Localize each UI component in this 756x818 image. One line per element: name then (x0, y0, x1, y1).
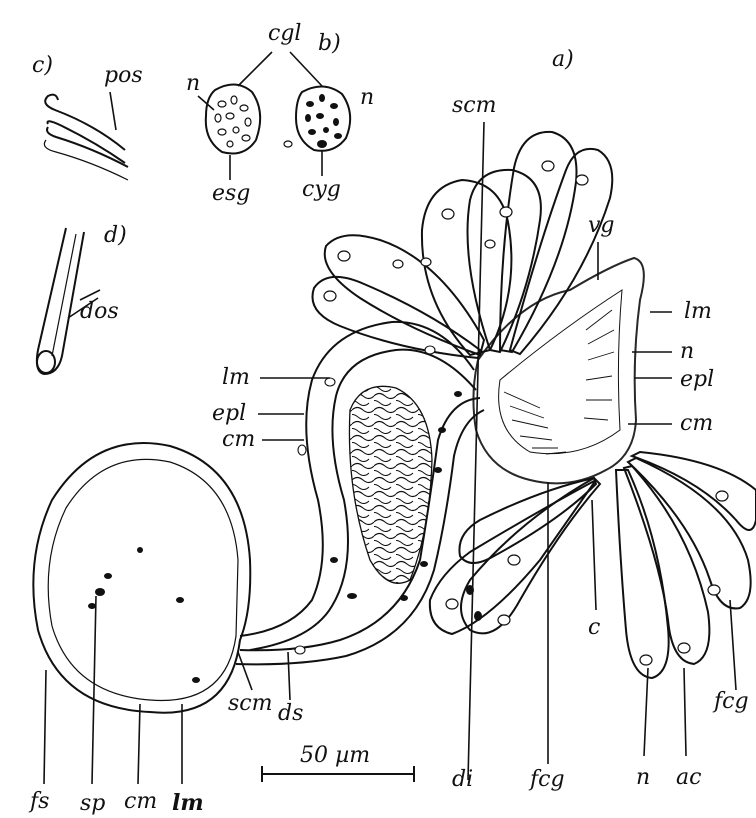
panel-d-label: d) (104, 223, 127, 248)
ac-label: ac (676, 765, 701, 790)
scale-bar-label: 50 µm (300, 743, 370, 768)
upper-gland-cluster (312, 132, 612, 358)
scm-top-label: scm (452, 93, 496, 118)
cgl-leader-left (238, 52, 272, 86)
lm-right-label: lm (684, 299, 712, 324)
dos-label: dos (80, 299, 119, 324)
di-label: di (452, 767, 473, 792)
panel-a: a) (28, 47, 756, 816)
small-cell (284, 141, 292, 147)
n-right-label: n (680, 339, 694, 364)
epl-left-label: epl (212, 401, 246, 426)
pos-upper-strand (45, 95, 125, 150)
scale-bar: 50 µm (262, 743, 414, 782)
seminal-mass (349, 386, 432, 583)
pos-lower-strand (47, 127, 128, 167)
cgl-label: cgl (268, 21, 301, 46)
duct-loop (236, 322, 484, 664)
ds-label: ds (278, 701, 303, 726)
pos-leader (110, 92, 116, 130)
panel-c-label: c) (32, 53, 53, 78)
panel-b-label: b) (318, 31, 341, 56)
lower-left-gland-cluster (430, 478, 600, 634)
panel-b: b) cgl n esg n cyg (186, 21, 374, 206)
lm-bottom-label: lm (172, 790, 204, 816)
fcg-bottom-label: fcg (528, 767, 565, 792)
esg-n-label: n (186, 71, 200, 96)
sperm-clusters (88, 547, 200, 683)
spermatheca-inner-wall (48, 459, 238, 700)
n-bottom-label: n (636, 765, 650, 790)
scm-bottom-label: scm (228, 691, 272, 716)
cm-right-label: cm (680, 411, 713, 436)
panel-a-label: a) (552, 47, 574, 72)
cgl-leader-right (290, 52, 322, 86)
epl-right-label: epl (680, 367, 714, 392)
c-label: c (588, 615, 600, 640)
dos-tip (37, 351, 55, 373)
spermatheca (33, 443, 250, 713)
cyg-label: cyg (302, 177, 341, 202)
vg-label: vg (588, 213, 615, 238)
lower-right-gland-cluster (616, 452, 756, 678)
panel-d: d) dos (37, 223, 127, 374)
fcg-right-label: fcg (712, 689, 749, 714)
panel-c: c) pos (32, 53, 143, 180)
esg-nuclei (215, 96, 251, 147)
cm-bottom-label: cm (124, 789, 157, 814)
fs-label: fs (28, 789, 49, 814)
esg-label: esg (212, 181, 250, 206)
pos-label: pos (104, 63, 143, 88)
sp-label: sp (80, 791, 105, 816)
vestibule-lumen (499, 290, 622, 454)
cyg-nuclei (305, 94, 342, 148)
lm-left-label: lm (222, 365, 250, 390)
cyg-n-label: n (360, 85, 374, 110)
cm-left-label: cm (222, 427, 255, 452)
